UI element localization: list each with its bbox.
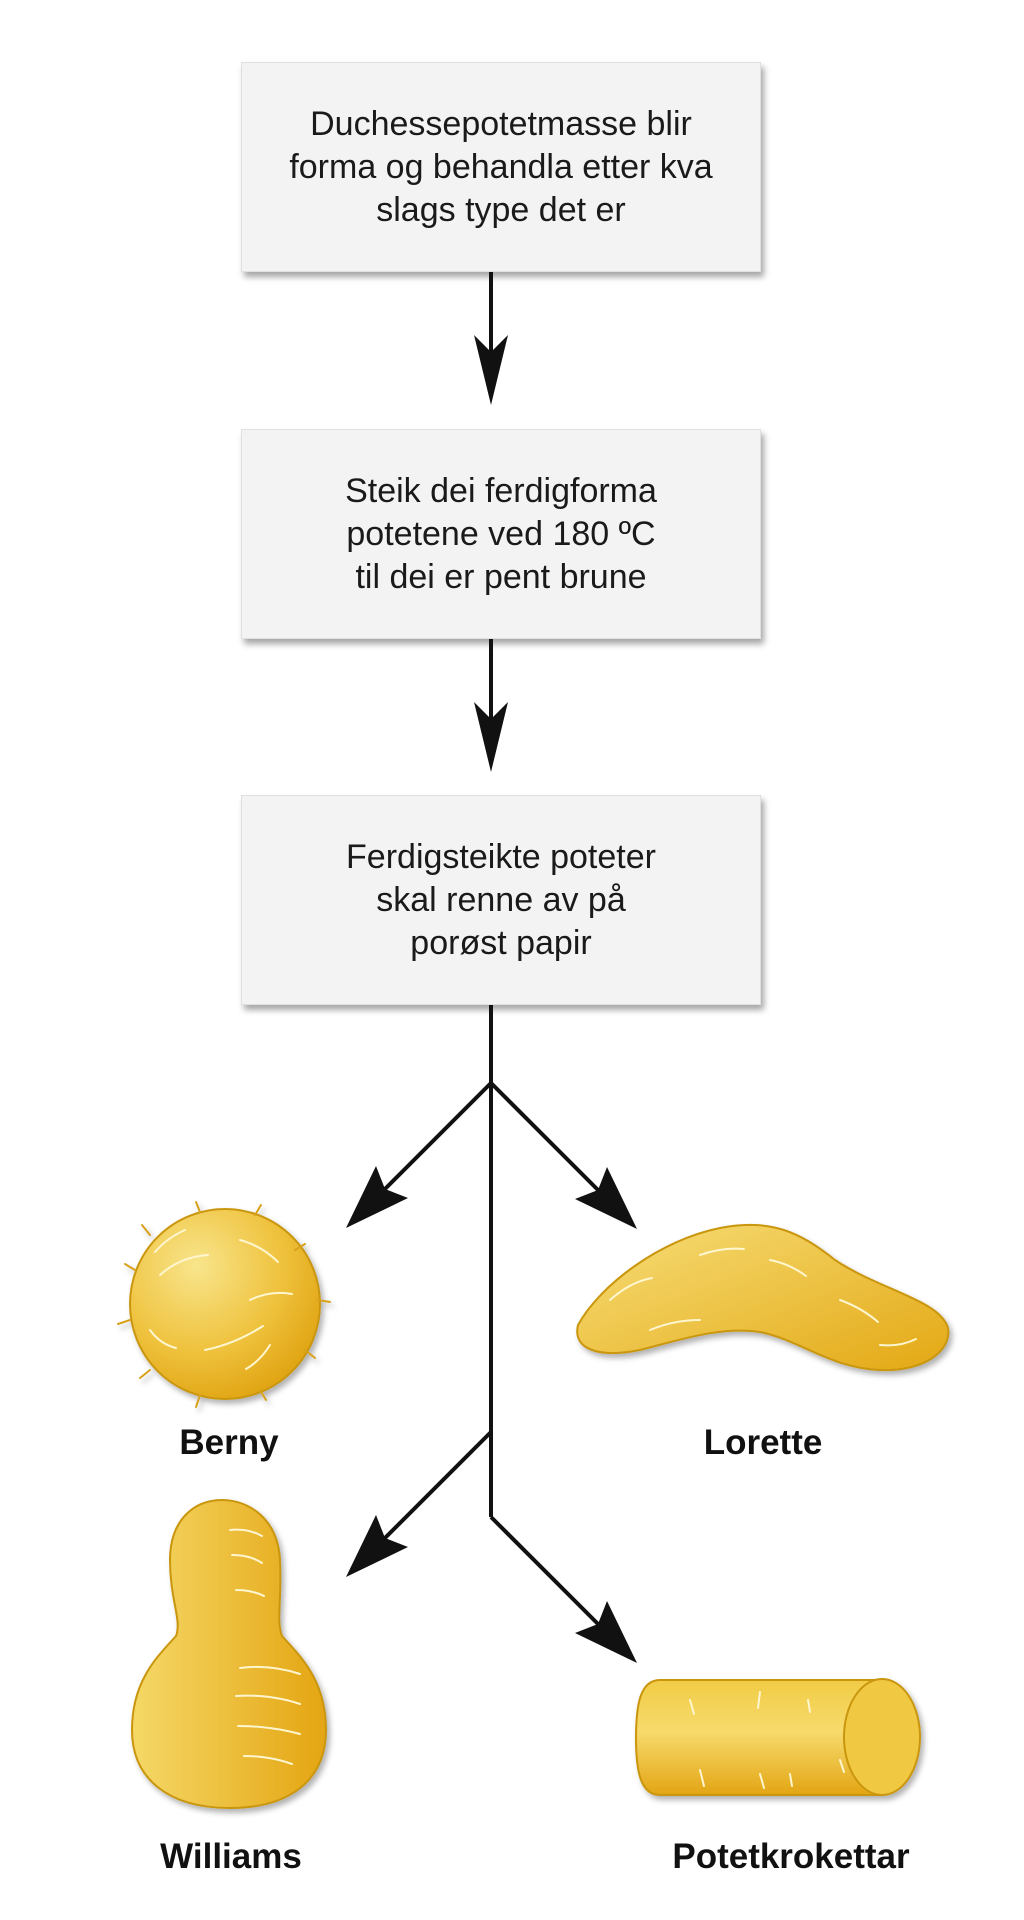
step-box-shape: Duchessepotetmasse blir forma og behandl… [241, 62, 761, 272]
step-text-shape: Duchessepotetmasse blir forma og behandl… [289, 104, 713, 229]
williams-potato-image [130, 1498, 328, 1810]
branch-arrow-lorette [489, 1081, 637, 1229]
step-text-drain: Ferdigsteikte poteter skal renne av på p… [346, 837, 656, 962]
label-potetkrokettar: Potetkrokettar [672, 1837, 910, 1876]
step-box-fry: Steik dei ferdigforma potetene ved 180 º… [241, 429, 761, 639]
branch-arrow-williams [346, 1430, 493, 1577]
step-text-fry: Steik dei ferdigforma potetene ved 180 º… [345, 471, 657, 596]
lorette-potato-image [576, 1223, 950, 1372]
label-lorette: Lorette [704, 1423, 823, 1462]
label-williams: Williams [160, 1837, 302, 1876]
berny-potato-image [117, 1201, 331, 1408]
potetkrokettar-potato-image [634, 1678, 921, 1796]
step-box-drain: Ferdigsteikte poteter skal renne av på p… [241, 795, 761, 1005]
connector-arrow-2 [474, 639, 508, 772]
branch-arrow-berny [346, 1081, 493, 1228]
branch-arrow-potetkrokettar [489, 1515, 637, 1663]
connector-arrow-1 [474, 272, 508, 405]
label-berny: Berny [179, 1423, 279, 1462]
